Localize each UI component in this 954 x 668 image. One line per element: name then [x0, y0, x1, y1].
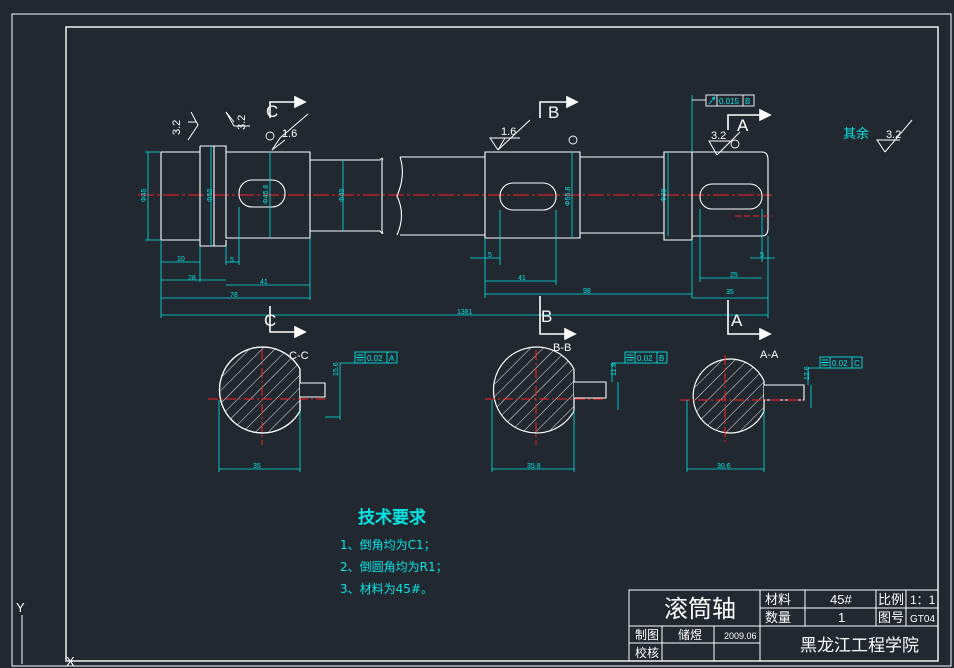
title-material-label: 材料: [765, 592, 791, 607]
title-scale-label: 比例: [878, 592, 904, 607]
svg-text:78: 78: [230, 292, 238, 299]
tolerance-frame-aa[interactable]: [819, 356, 863, 369]
title-qty-value: 1: [838, 610, 845, 625]
title-dwg-value: GT04: [910, 614, 935, 625]
ucs-y-label: Y: [16, 600, 25, 615]
keyway-b[interactable]: [499, 182, 557, 211]
ucs-x-label: X: [66, 654, 75, 668]
title-part-name: 滚筒轴: [664, 596, 736, 623]
section-aa[interactable]: [680, 355, 805, 445]
runout-tolerance-frame[interactable]: 0.015 B: [692, 94, 755, 107]
svg-text:1381: 1381: [457, 309, 473, 316]
section-bb[interactable]: [485, 346, 607, 445]
roughness-value-2: 3.2: [236, 115, 248, 130]
title-school: 黑龙江工程学院: [800, 636, 919, 655]
section-aa-width: 30.6: [717, 463, 731, 470]
title-date: 2009.06: [724, 631, 757, 641]
tol-cc-datum: A: [389, 354, 395, 363]
title-material-value: 45#: [830, 592, 852, 607]
svg-text:5: 5: [488, 252, 492, 259]
svg-text:Φ30: Φ30: [661, 189, 668, 202]
section-marker-a-bottom: A: [731, 311, 743, 330]
title-dwg-label: 图号: [878, 610, 904, 625]
svg-text:Φ45.6: Φ45.6: [263, 185, 270, 204]
svg-text:Φ50: Φ50: [207, 189, 214, 202]
roughness-value-3: 1.6: [282, 128, 297, 140]
tech-requirement-3: 3、材料为45#。: [340, 582, 433, 596]
section-aa-depth: 12.6: [804, 366, 811, 380]
section-marker-c-top: C: [266, 102, 278, 121]
section-cc[interactable]: [208, 346, 326, 445]
svg-text:Φ55.8: Φ55.8: [565, 187, 572, 206]
svg-text:5: 5: [230, 257, 234, 264]
symmetry-icon: [356, 354, 364, 361]
dimension-texts: Φ45 Φ50 Φ45.6 Φ40 Φ55.8 Φ30 10 28 5 41 7…: [141, 185, 764, 316]
section-cut-lines: [269, 95, 772, 341]
title-drawn-name: 储煜: [678, 627, 702, 642]
svg-text:35: 35: [726, 289, 734, 296]
svg-text:5: 5: [760, 252, 764, 259]
datum-bubble-icon: [265, 131, 740, 149]
roughness-value-4: 1.6: [501, 126, 516, 138]
roughness-symbol-icon: [187, 111, 913, 156]
tol-bb-value: 0.02: [637, 354, 653, 363]
section-marker-b-bottom: B: [541, 307, 552, 326]
roughness-value-5: 3.2: [711, 130, 726, 142]
dimension-lines: [145, 146, 775, 318]
section-bb-depth: 11.8: [611, 363, 618, 376]
tech-requirement-2: 2、倒圆角均为R1；: [340, 560, 448, 574]
section-title-aa: A-A: [760, 349, 779, 361]
tolerance-frame-cc[interactable]: [354, 351, 398, 364]
runout-arrow-icon: [708, 96, 716, 105]
svg-text:Φ40: Φ40: [339, 189, 346, 202]
section-marker-a-top: A: [737, 116, 749, 135]
section-marker-c-bottom: C: [264, 311, 276, 330]
keyway-a[interactable]: [699, 183, 763, 210]
inner-border: [65, 26, 939, 662]
title-scale-value: 1：1: [910, 593, 936, 607]
roughness-rest-value: 3.2: [886, 129, 901, 141]
title-checked-label: 校核: [635, 645, 659, 660]
roughness-value-1: 3.2: [171, 120, 183, 135]
title-drawn-label: 制图: [635, 628, 659, 642]
shaft-outline[interactable]: [160, 145, 769, 247]
tech-requirements-title: 技术要求: [358, 507, 426, 528]
symmetry-icon: [626, 354, 634, 361]
keyway-c[interactable]: [238, 179, 286, 208]
section-cc-width: 35: [253, 463, 261, 470]
section-title-bb: B-B: [553, 342, 571, 354]
svg-text:28: 28: [188, 275, 196, 282]
svg-text:10: 10: [177, 256, 185, 263]
section-title-cc: C-C: [289, 350, 309, 362]
svg-text:0.015: 0.015: [719, 97, 740, 106]
tol-bb-datum: B: [659, 354, 664, 363]
title-qty-label: 数量: [765, 610, 791, 625]
svg-text:B: B: [745, 97, 750, 106]
outer-border: [11, 13, 952, 667]
tol-aa-datum: C: [854, 359, 860, 368]
svg-text:98: 98: [583, 288, 591, 295]
tol-cc-value: 0.02: [367, 354, 383, 363]
roughness-rest-label: 其余: [843, 126, 869, 142]
tolerance-frame-bb[interactable]: [624, 351, 668, 364]
svg-text:25: 25: [730, 272, 738, 279]
tol-aa-value: 0.02: [832, 359, 848, 368]
tech-requirement-1: 1、倒角均为C1；: [340, 538, 436, 552]
section-cc-depth: 15.6: [333, 362, 340, 376]
section-dimension-lines: [218, 362, 820, 472]
section-bb-width: 35.8: [527, 463, 541, 470]
svg-text:41: 41: [260, 279, 268, 286]
svg-text:41: 41: [518, 275, 526, 282]
symmetry-icon: [821, 359, 829, 366]
svg-text:Φ45: Φ45: [141, 189, 148, 202]
title-block[interactable]: [628, 589, 939, 662]
section-marker-b-top: B: [548, 103, 559, 122]
